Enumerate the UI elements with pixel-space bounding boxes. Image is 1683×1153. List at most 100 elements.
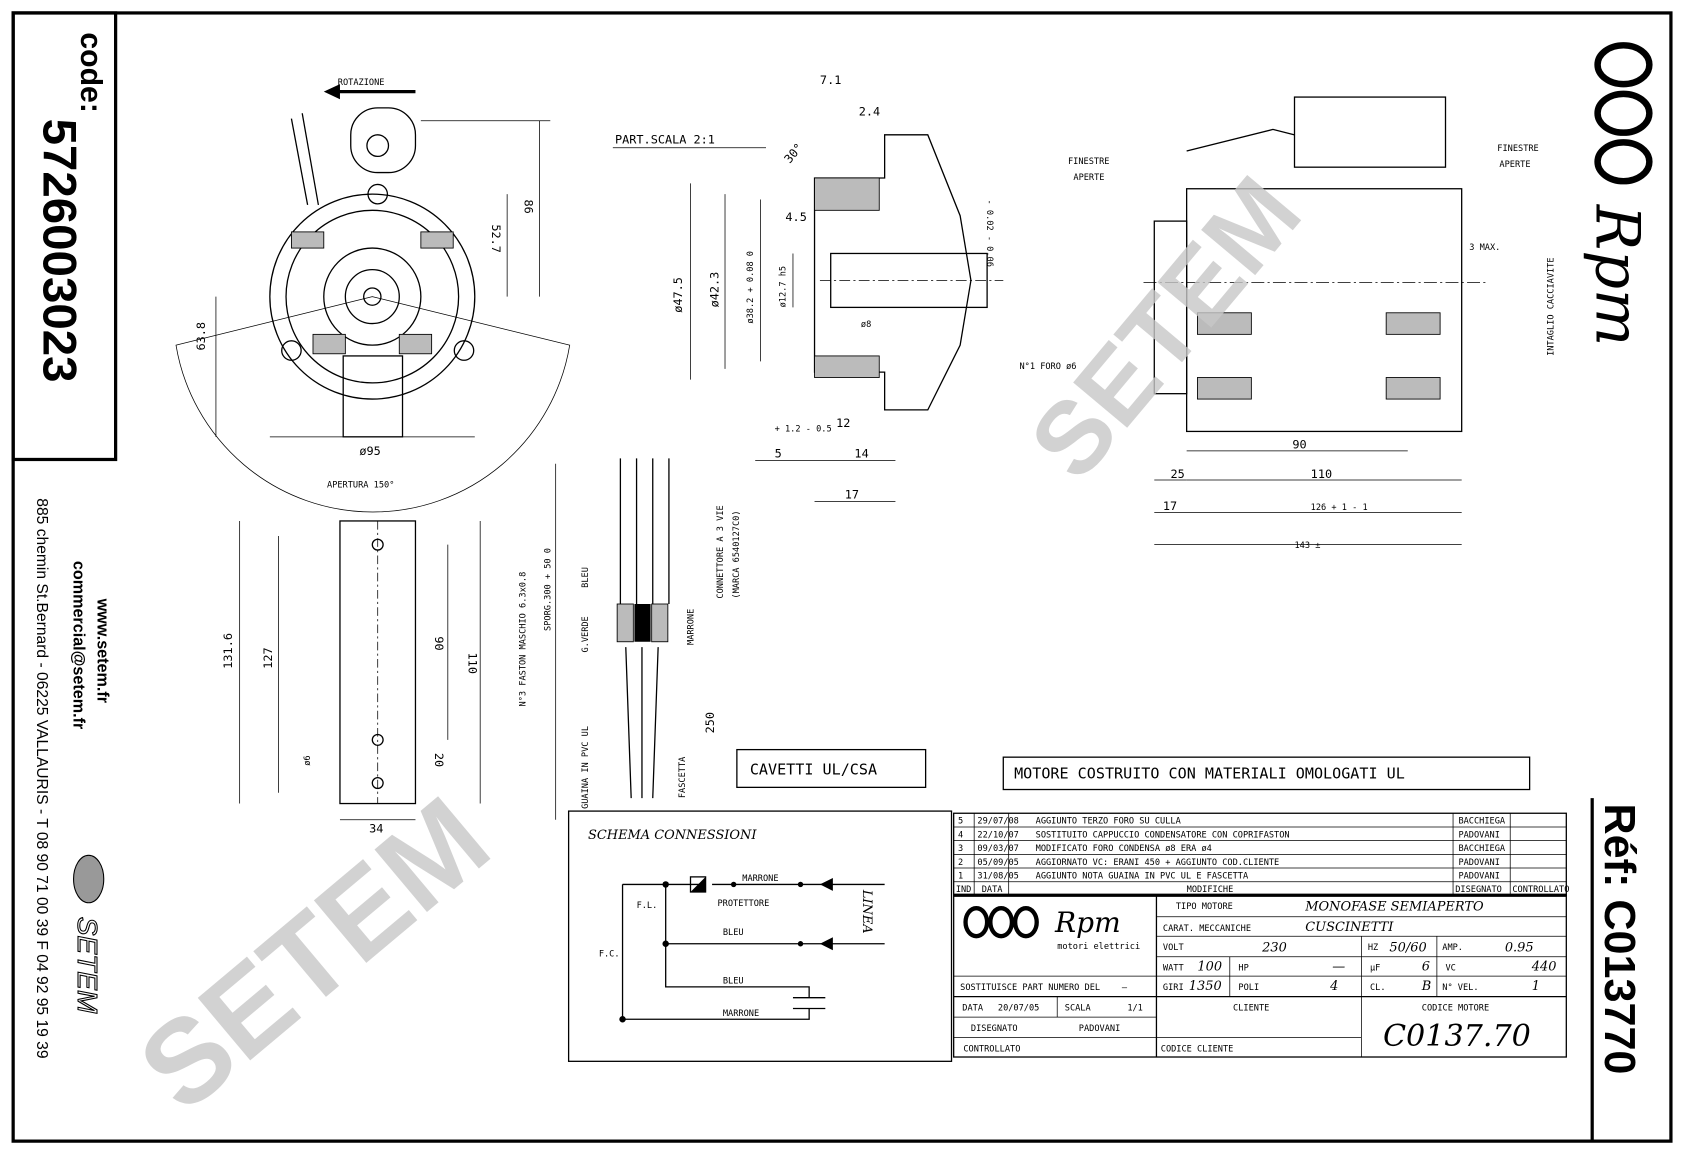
svg-text:1/1: 1/1 xyxy=(1127,1004,1143,1014)
svg-text:ø95: ø95 xyxy=(359,444,380,458)
svg-text:- 0.02 - 0.06: - 0.02 - 0.06 xyxy=(984,200,994,267)
svg-text:Rpm: Rpm xyxy=(1582,204,1652,346)
svg-text:TIPO MOTORE: TIPO MOTORE xyxy=(1176,902,1233,912)
svg-text:52.7: 52.7 xyxy=(489,224,503,253)
revision-text: AGGIUNTO NOTA GUAINA IN PVC UL E FASCETT… xyxy=(1036,872,1249,882)
website: www.setem.fr xyxy=(93,598,111,704)
svg-text:SPORG.300 + 50 0: SPORG.300 + 50 0 xyxy=(543,548,553,631)
svg-text:DISEGNATO: DISEGNATO xyxy=(1455,885,1502,895)
svg-text:86: 86 xyxy=(521,200,535,214)
svg-text:ROTAZIONE: ROTAZIONE xyxy=(338,78,385,88)
svg-text:CLIENTE: CLIENTE xyxy=(1233,1004,1269,1014)
svg-text:110: 110 xyxy=(465,653,479,674)
svg-text:G.VERDE: G.VERDE xyxy=(581,616,591,652)
setem-logo: SETEM xyxy=(71,854,105,1015)
connection-schema: SCHEMA CONNESSIONI MARRONE PROTETTORE F.… xyxy=(567,810,953,1062)
svg-text:C0137.70: C0137.70 xyxy=(1383,1019,1531,1054)
address: 885 chemin St.Bernard - 06225 VALLAURIS … xyxy=(33,498,50,1058)
ul-note: MOTORE COSTRUITO CON MATERIALI OMOLOGATI… xyxy=(1014,765,1405,783)
svg-text:14: 14 xyxy=(854,446,868,460)
revision-ind: 2 xyxy=(958,858,963,868)
revision-by: PADOVANI xyxy=(1458,830,1499,840)
svg-text:25: 25 xyxy=(1170,467,1184,481)
svg-text:N°3 FASTON MASCHIO 6.3x0.8: N°3 FASTON MASCHIO 6.3x0.8 xyxy=(518,572,528,707)
svg-text:MARRONE: MARRONE xyxy=(723,1009,759,1019)
svg-text:+ 1.2 - 0.5: + 1.2 - 0.5 xyxy=(775,424,832,434)
svg-text:ø38.2 + 0.08 0: ø38.2 + 0.08 0 xyxy=(746,251,756,324)
svg-text:4: 4 xyxy=(1329,979,1338,994)
svg-text:(MARCA 6540127C0): (MARCA 6540127C0) xyxy=(732,510,742,598)
svg-text:CONTROLLATO: CONTROLLATO xyxy=(1512,885,1569,895)
svg-text:MARRONE: MARRONE xyxy=(687,609,697,645)
revision-date: 31/08/05 xyxy=(977,872,1018,882)
svg-text:LINEA: LINEA xyxy=(859,889,874,934)
svg-text:6: 6 xyxy=(1422,960,1430,975)
code-box xyxy=(11,11,118,462)
svg-text:90: 90 xyxy=(432,636,446,650)
svg-text:110: 110 xyxy=(1311,467,1332,481)
svg-text:17: 17 xyxy=(845,487,859,501)
svg-text:F.L.: F.L. xyxy=(637,901,658,911)
svg-text:5: 5 xyxy=(775,446,782,460)
svg-text:BLEU: BLEU xyxy=(581,567,591,588)
svg-text:DATA: DATA xyxy=(982,885,1004,895)
svg-text:4.5: 4.5 xyxy=(785,210,806,224)
svg-text:0.95: 0.95 xyxy=(1505,940,1534,955)
section-view: FINESTRE APERTE FINESTRE APERTE 3 MAX. I… xyxy=(1019,96,1556,551)
svg-text:90: 90 xyxy=(1292,438,1306,452)
svg-text:ø12.7 h5: ø12.7 h5 xyxy=(778,266,788,307)
code-value: 5726003023 xyxy=(32,119,85,383)
ref-code: Réf: C013770 xyxy=(1595,804,1643,1075)
svg-text:DATA: DATA xyxy=(962,1004,984,1014)
svg-text:CUSCINETTI: CUSCINETTI xyxy=(1305,920,1394,935)
svg-text:CONTROLLATO: CONTROLLATO xyxy=(963,1045,1020,1055)
svg-text:PART.SCALA 2:1: PART.SCALA 2:1 xyxy=(615,132,715,146)
svg-text:PADOVANI: PADOVANI xyxy=(1079,1024,1120,1034)
svg-text:Rpm: Rpm xyxy=(1054,906,1121,939)
watermark: SETEM xyxy=(115,772,513,1136)
svg-text:20: 20 xyxy=(432,753,446,767)
svg-text:APERTE: APERTE xyxy=(1499,160,1530,170)
svg-text:HP: HP xyxy=(1238,964,1248,974)
svg-text:127: 127 xyxy=(261,647,275,668)
svg-text:INTAGLIO CACCIAVITE: INTAGLIO CACCIAVITE xyxy=(1546,257,1556,355)
svg-text:—: — xyxy=(1122,983,1128,993)
side-view: 131.6 127 90 110 20 ø6 34 xyxy=(221,520,481,836)
revision-date: 22/10/07 xyxy=(977,830,1018,840)
svg-text:CODICE CLIENTE: CODICE CLIENTE xyxy=(1161,1045,1234,1055)
rpm-logo-vertical: Rpm xyxy=(1582,42,1653,346)
revision-ind: 4 xyxy=(958,830,963,840)
svg-text:GIRI: GIRI xyxy=(1163,983,1184,993)
svg-text:ø6: ø6 xyxy=(303,755,313,765)
svg-text:131.6: 131.6 xyxy=(221,633,235,669)
svg-text:30°: 30° xyxy=(781,140,805,165)
svg-text:230: 230 xyxy=(1261,940,1287,955)
svg-text:VOLT: VOLT xyxy=(1163,943,1184,953)
svg-text:POLI: POLI xyxy=(1238,983,1259,993)
sheet-border xyxy=(11,11,1673,1143)
svg-text:N° VEL.: N° VEL. xyxy=(1442,983,1478,993)
svg-text:CARAT. MECCANICHE: CARAT. MECCANICHE xyxy=(1163,924,1251,934)
revision-by: PADOVANI xyxy=(1458,872,1499,882)
svg-text:FINESTRE: FINESTRE xyxy=(1497,144,1538,154)
rpm-logo xyxy=(963,906,1039,939)
email: commercial@setem.fr xyxy=(70,561,88,730)
svg-text:SETEM: SETEM xyxy=(72,917,103,1014)
front-view: ROTAZIONE 86 52.7 63.8 ø95 APERTURA 150° xyxy=(175,78,571,513)
svg-text:BLEU: BLEU xyxy=(723,928,744,938)
revision-text: AGGIORNATO VC: ERANI 450 + AGGIUNTO COD.… xyxy=(1036,858,1280,868)
revision-text: AGGIUNTO TERZO FORO SU CULLA xyxy=(1036,817,1182,827)
cables-note: CAVETTI UL/CSA xyxy=(750,760,877,778)
svg-text:CL.: CL. xyxy=(1370,983,1386,993)
svg-text:20/07/05: 20/07/05 xyxy=(998,1004,1039,1014)
revision-ind: 5 xyxy=(958,817,963,827)
svg-text:N°1 FORO ø6: N°1 FORO ø6 xyxy=(1019,362,1076,372)
svg-text:SCHEMA CONNESSIONI: SCHEMA CONNESSIONI xyxy=(588,828,757,843)
svg-text:ø42.3: ø42.3 xyxy=(708,272,722,308)
svg-text:63.8: 63.8 xyxy=(194,322,208,351)
svg-text:VC: VC xyxy=(1446,964,1456,974)
svg-text:MONOFASE SEMIAPERTO: MONOFASE SEMIAPERTO xyxy=(1304,899,1484,914)
revision-text: SOSTITUITO CAPPUCCIO CONDENSATORE CON CO… xyxy=(1036,830,1290,840)
revision-text: MODIFICATO FORO CONDENSA ø8 ERA ø4 xyxy=(1036,844,1212,854)
